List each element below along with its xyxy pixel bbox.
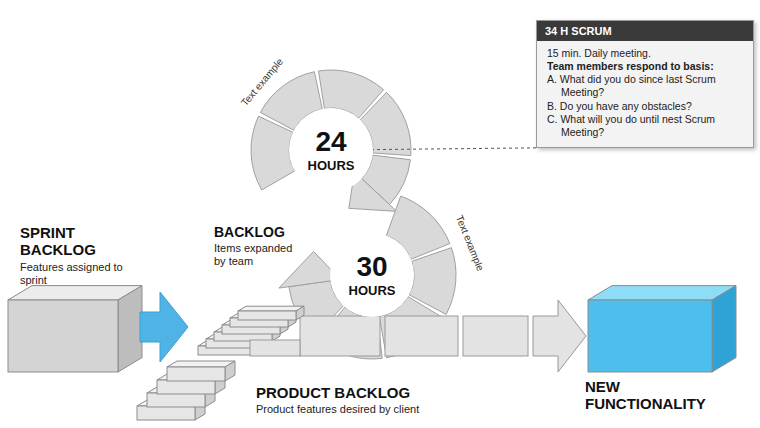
flow-block [250,340,300,356]
sprint-box-front [8,300,118,372]
product-slab-front [167,367,225,381]
hour-number: 30 [356,253,387,281]
flow-arrow [533,300,586,372]
flow-block [385,316,458,356]
stage-title: BACKLOG [214,224,304,240]
product-slab-front [137,406,195,420]
stage-note: Features assigned to sprint [20,261,130,287]
placeholder-text: Text example [454,214,486,273]
callout-box: 34 H SCRUM15 min. Daily meeting.Team mem… [536,20,754,148]
flow-block [463,316,528,356]
product-slab-front [157,380,215,394]
product-slab-side [225,361,235,381]
callout-text: Team members respond to basis: [537,60,753,73]
product-slab-front [147,393,205,407]
cycle-center: 30HOURS [330,233,414,317]
cycle-center: 24HOURS [289,108,373,192]
sprint-box-side [118,286,142,372]
product-slab-top [167,361,235,367]
backlog-slab-front [238,311,296,320]
backlog-slab-side [296,306,304,320]
callout-item: A. What did you do since last Scrum Meet… [537,73,753,99]
hour-number: 24 [315,128,346,156]
backlog-slab-top [238,306,304,311]
callout-item: B. Do you have any obstacles? [537,100,753,113]
flow-block [300,316,380,356]
callout-item: C. What will you do until nest Scrum Mee… [537,113,753,147]
hour-unit: HOURS [349,283,396,298]
stage-note: Items expanded by team [214,242,294,268]
callout-header: 34 H SCRUM [537,21,753,41]
callout-text: 15 min. Daily meeting. [537,41,753,60]
functionality-box-top [588,286,736,300]
stage-title: SPRINT BACKLOG [20,224,115,259]
stage-note: Product features desired by client [256,403,486,416]
hour-unit: HOURS [308,158,355,173]
blue-arrow [140,292,188,362]
functionality-box-front [588,300,712,372]
stage-title: NEW FUNCTIONALITY [585,378,735,413]
functionality-box-side [712,286,736,372]
stage-title: PRODUCT BACKLOG [256,384,456,401]
leader-connector [373,148,536,150]
